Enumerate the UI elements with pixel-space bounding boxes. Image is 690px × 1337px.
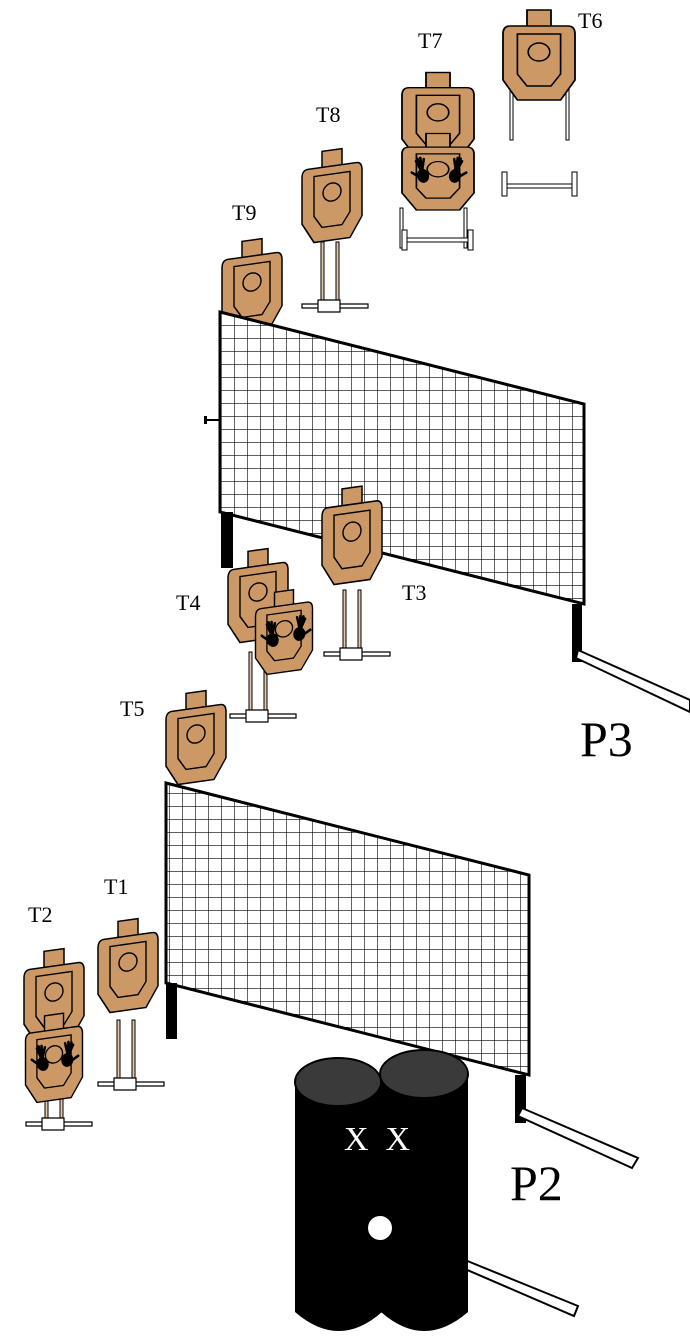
fault-line-p3 [574, 648, 690, 714]
target-t4 [227, 545, 314, 723]
label-t4: T4 [176, 590, 200, 615]
target-t6 [501, 9, 578, 197]
fault-line-p2 [516, 1106, 640, 1170]
target-t1 [97, 915, 165, 1091]
barrel-marks: X X [344, 1121, 410, 1158]
label-t3: T3 [402, 580, 426, 605]
target-t3 [321, 482, 391, 661]
label-p2: P2 [510, 1155, 563, 1211]
label-t9: T9 [232, 200, 256, 225]
label-t6: T6 [578, 8, 602, 33]
net-wall-p3 [204, 310, 586, 662]
label-p3: P3 [580, 711, 633, 767]
target-t8 [301, 145, 369, 313]
label-t2: T2 [28, 902, 52, 927]
label-t1: T1 [104, 874, 128, 899]
barrels [294, 1049, 469, 1331]
net-wall-p2 [164, 781, 531, 1123]
label-t7: T7 [418, 28, 442, 53]
fault-line-lower [456, 1256, 580, 1318]
target-t2 [23, 945, 93, 1131]
target-t7 [399, 71, 475, 251]
target-t5 [165, 687, 227, 787]
label-t8: T8 [316, 102, 340, 127]
label-t5: T5 [120, 696, 144, 721]
barrel-hole-icon [368, 1216, 392, 1240]
